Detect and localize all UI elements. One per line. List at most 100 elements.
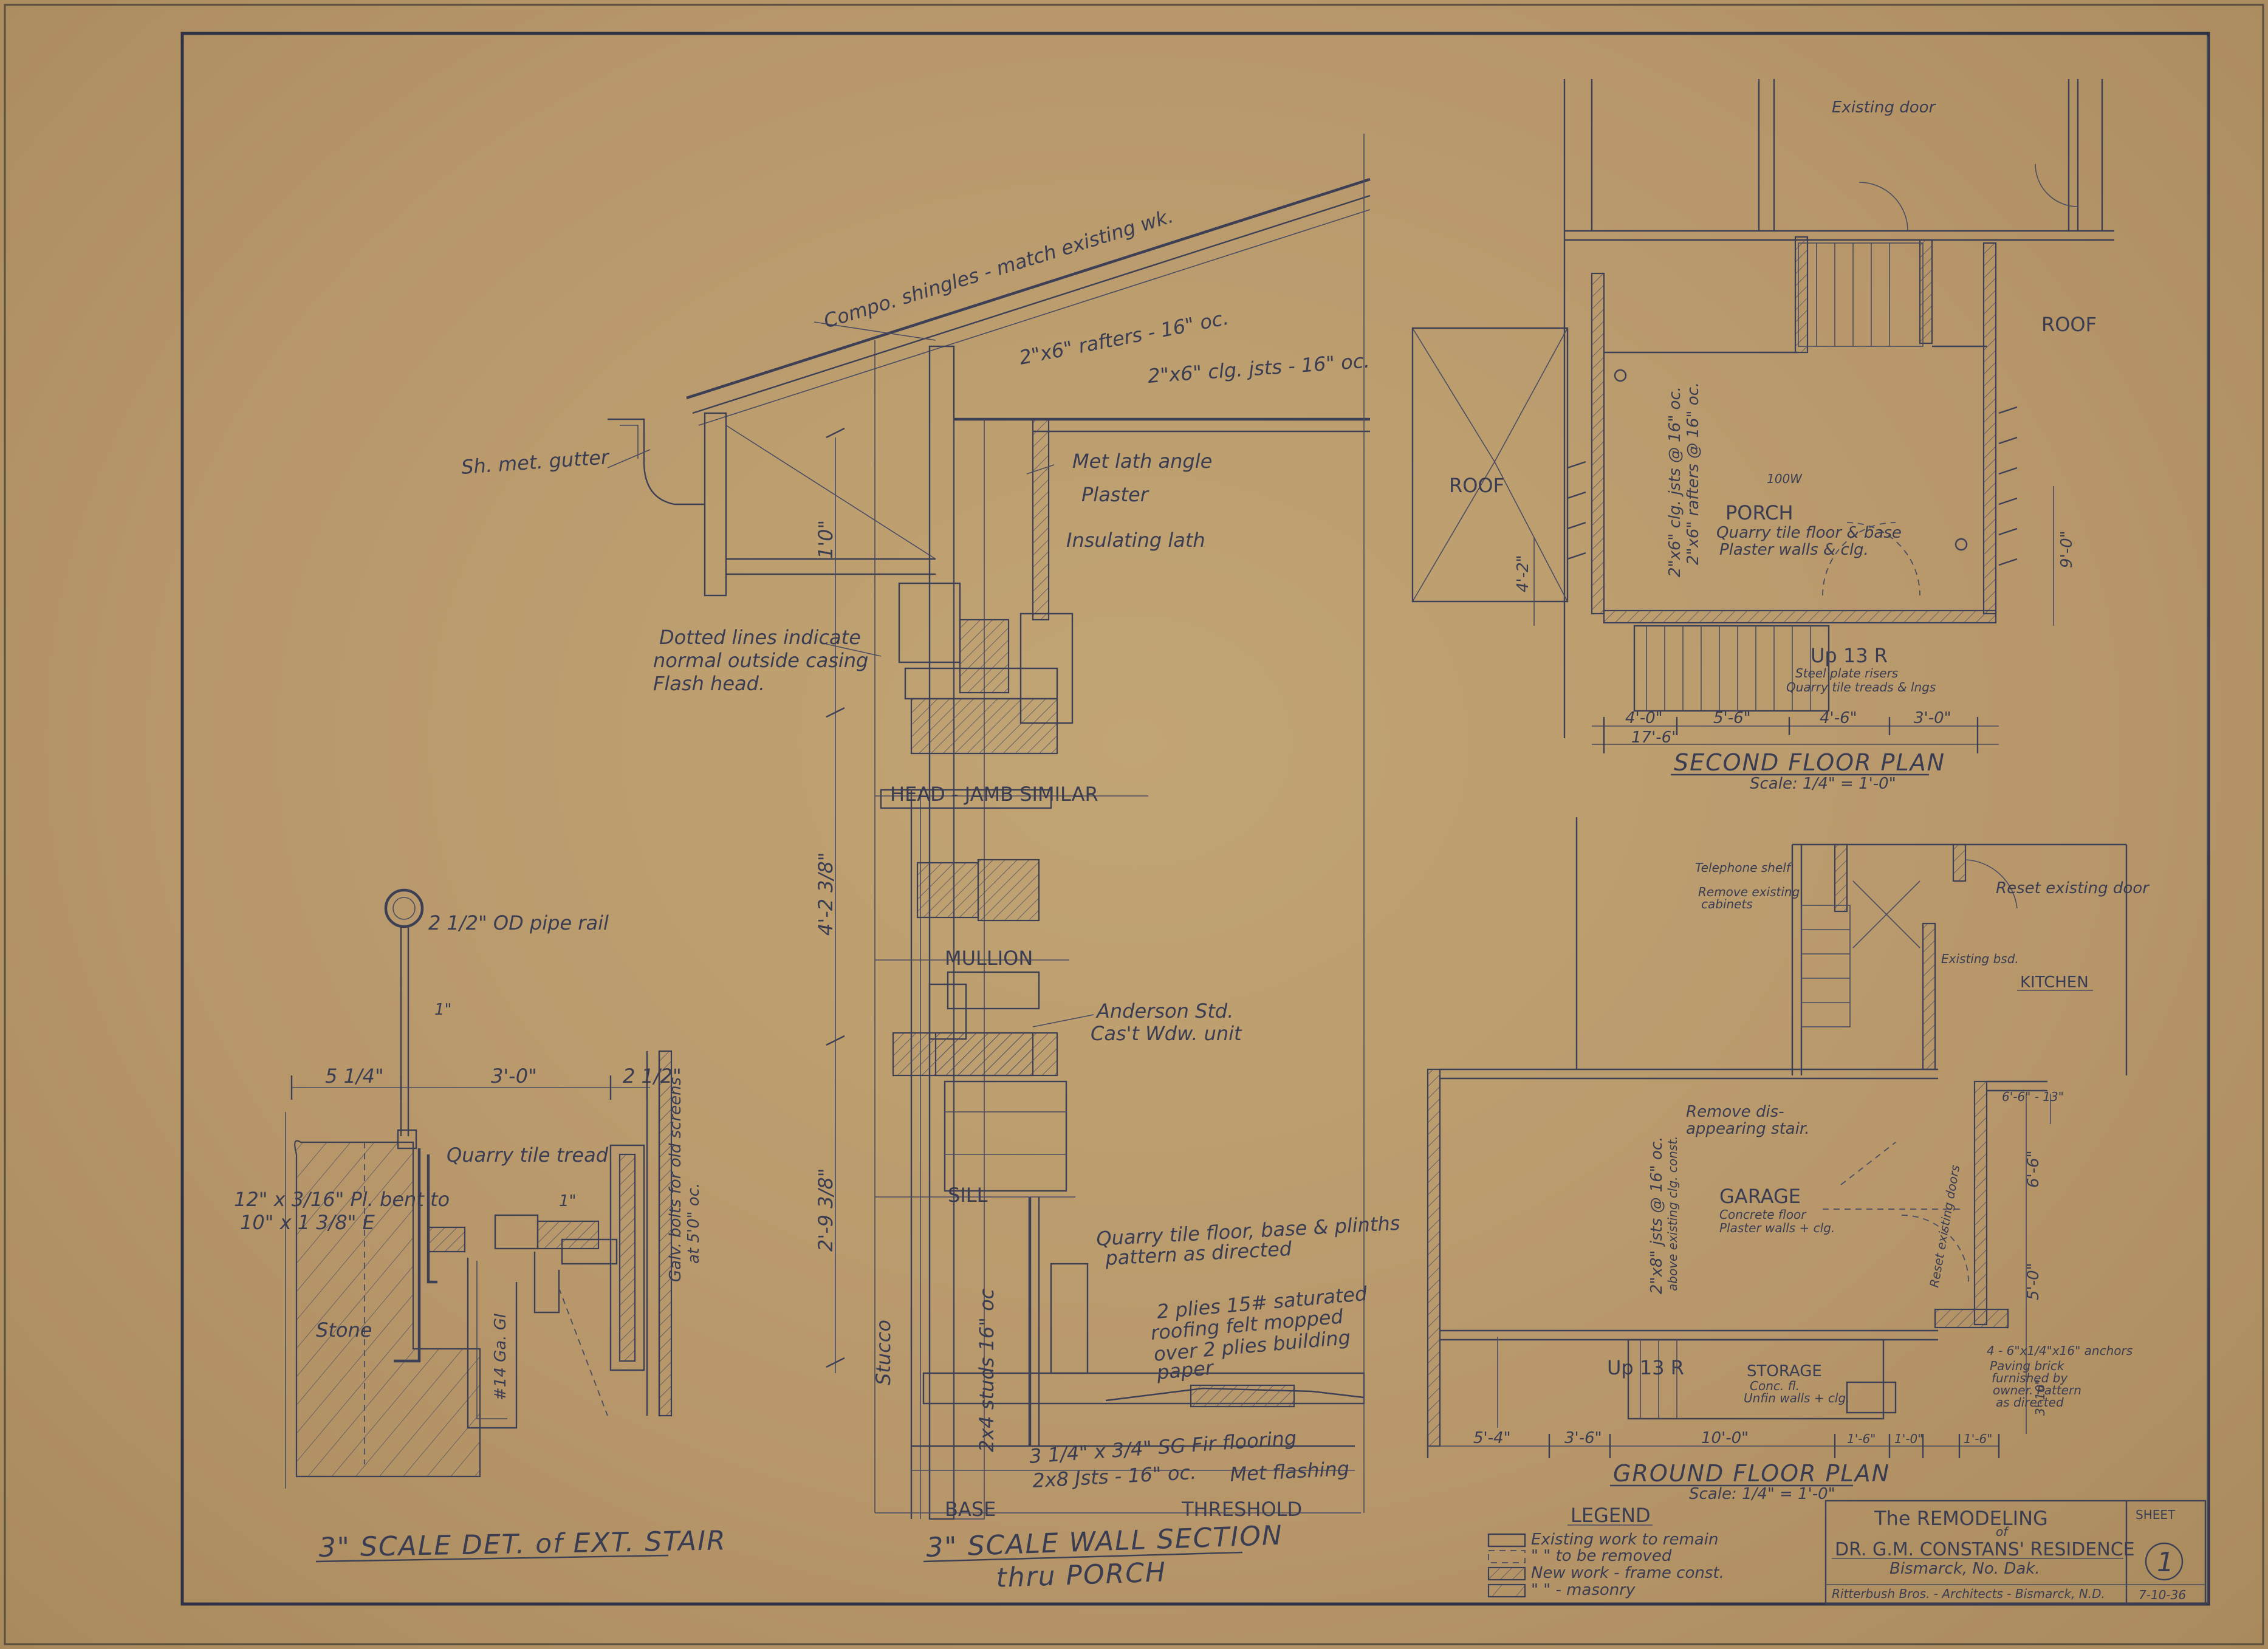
dim-5-4: 5'-4" (1473, 1429, 1511, 1447)
legend-swatch-masonry (1487, 1583, 1526, 1598)
label-anchors-3: furnished by (1992, 1371, 2068, 1385)
dim-9-0: 9'-0" (2058, 530, 2076, 568)
label-stucco: Stucco (872, 1320, 895, 1385)
dim-5-1-4: 5 1/4" (325, 1064, 384, 1088)
label-plaster: Plaster (1081, 483, 1149, 506)
label-tread: Quarry tile tread (447, 1143, 609, 1167)
label-anchors-2: Paving brick (1990, 1359, 2065, 1373)
label-ga: #14 Ga. GI (492, 1313, 510, 1400)
label-kitchen: KITCHEN (2020, 973, 2089, 992)
label-gutter: Sh. met. gutter (461, 445, 611, 479)
label-garage-joists-1: 2"x8" jsts @ 16" oc. (1648, 1137, 1666, 1294)
label-telephone-1: Telephone shelf (1695, 860, 1792, 875)
label-stone: Stone (316, 1318, 372, 1342)
label-head-jamb: HEAD - JAMB SIMILAR (890, 783, 1098, 806)
label-existing-door: Existing door (1832, 98, 1937, 117)
label-anchors-5: as directed (1996, 1395, 2064, 1410)
legend-swatch-frame (1487, 1566, 1526, 1581)
label-sill: SILL (948, 1184, 988, 1207)
label-plate-2: 10" x 1 3/8" E (240, 1211, 375, 1234)
dim-1-0: 1'0" (814, 520, 837, 559)
label-storage-note-1: Conc. fl. (1750, 1379, 1800, 1393)
ground-floor-plan (1427, 817, 2128, 1458)
ground-floor-title: GROUND FLOOR PLAN (1613, 1460, 1890, 1487)
label-existing-bsmt: Existing bsd. (1941, 951, 2019, 966)
label-clg-joists: 2"x6" clg. jsts - 16" oc. (1147, 349, 1371, 388)
dim-4-6: 4'-6" (1820, 709, 1857, 727)
label-porch-note-2: Plaster walls & clg. (1719, 541, 1869, 559)
legend-swatch-existing (1487, 1533, 1526, 1548)
dim-5-6: 5'-6" (1713, 709, 1751, 727)
label-light: 100W (1767, 471, 1803, 486)
label-up-stair: Up 13 R (1811, 644, 1888, 667)
label-roof-right: ROOF (2041, 313, 2097, 336)
second-floor-labels: Existing door ROOF ROOF PORCH Quarry til… (1449, 98, 2097, 793)
dim-3-0-b: 3'-0" (1914, 709, 1951, 727)
label-bolts-1: Galv. bolts for old screens (666, 1077, 685, 1282)
stair-detail-labels: 2 1/2" OD pipe rail Quarry tile tread 12… (234, 911, 727, 1563)
title-line-5: Ritterbush Bros. - Architects - Bismarck… (1832, 1586, 2105, 1601)
label-felt-4: paper (1155, 1356, 1215, 1384)
dim-1-6-b: 1'-6" (1964, 1431, 1992, 1446)
legend-item-frame: New work - frame const. (1531, 1564, 1724, 1582)
legend-item-removed: " " to be removed (1531, 1547, 1672, 1565)
sheet-label: SHEET (2136, 1507, 2176, 1522)
dim-10-0: 10'-0" (1701, 1429, 1749, 1447)
dim-5-0: 5'-0" (2024, 1263, 2043, 1300)
label-threshold: THRESHOLD (1181, 1498, 1302, 1521)
ground-floor-labels: Telephone shelf Remove existing cabinets… (1473, 860, 2150, 1503)
label-up-stair-ground: Up 13 R (1607, 1356, 1684, 1379)
ground-floor-scale: Scale: 1/4" = 1'-0" (1689, 1485, 1835, 1503)
label-rafters: 2"x6" rafters - 16" oc. (1017, 306, 1230, 369)
label-storage: STORAGE (1747, 1362, 1822, 1380)
legend: LEGEND Existing work to remain " " to be… (1487, 1504, 1724, 1599)
label-telephone-2: Remove existing (1698, 885, 1800, 899)
label-mullion: MULLION (945, 947, 1033, 970)
second-floor-title: SECOND FLOOR PLAN (1674, 749, 1945, 776)
label-anchors-1: 4 - 6"x1/4"x16" anchors (1987, 1343, 2133, 1358)
dim-4-0: 4'-0" (1625, 709, 1663, 727)
dim-6-6: 6'-6" (2024, 1150, 2043, 1188)
dim-1: 1" (434, 1001, 452, 1019)
title-block: The REMODELING of DR. G.M. CONSTANS' RES… (1824, 1500, 2207, 1605)
legend-item-existing: Existing work to remain (1531, 1531, 1718, 1549)
dim-4-2-b: 4'-2" (1514, 555, 1532, 592)
label-stair-note-2: Quarry tile treads & lngs (1786, 680, 1936, 694)
legend-swatch-removed (1488, 1550, 1526, 1563)
wall-section-subtitle: thru PORCH (996, 1557, 1167, 1594)
dim-3-10: 3'-10" (2033, 1379, 2047, 1416)
wall-section-drawing (607, 134, 1371, 1520)
dim-2-1-2: 2 1/2" (623, 1064, 682, 1088)
dim-1-6-a: 1'-6" (1847, 1431, 1876, 1446)
label-lath-angle: Met lath angle (1072, 450, 1212, 473)
legend-title: LEGEND (1571, 1504, 1651, 1527)
sheet-number-circle (2145, 1542, 2184, 1581)
dim-2-9: 2'-9 3/8" (814, 1168, 837, 1252)
stair-detail-drawing (285, 888, 673, 1489)
label-flashing: Met flashing (1229, 1457, 1349, 1486)
label-dotted-2: normal outside casing (653, 649, 868, 672)
title-line-2: of (1996, 1524, 2009, 1539)
label-pipe-rail: 2 1/2" OD pipe rail (428, 911, 609, 934)
label-bolts-2: at 5'0" oc. (685, 1183, 703, 1264)
label-anderson-2: Cas't Wdw. unit (1091, 1022, 1242, 1045)
label-base: BASE (945, 1498, 996, 1521)
dim-3-0: 3'-0" (491, 1064, 537, 1088)
label-roof-left: ROOF (1449, 474, 1504, 497)
dim-1-16: 1" (559, 1192, 577, 1210)
label-garage-joists-2: above existing clg. const. (1665, 1136, 1680, 1291)
label-dotted-1: Dotted lines indicate (659, 626, 861, 649)
label-reset-door: Reset existing door (1996, 879, 2150, 897)
label-anchors-4: owner. Pattern (1993, 1383, 2081, 1397)
title-line-4: Bismarck, No. Dak. (1889, 1560, 2040, 1578)
sheet-number: 1 (2157, 1547, 2175, 1578)
label-studs: 2x4 studs 16" oc (975, 1288, 998, 1452)
label-dotted-3: Flash head. (653, 672, 765, 695)
stair-detail-title: 3" SCALE DET. of EXT. STAIR (318, 1525, 727, 1563)
second-floor-plan (1411, 79, 2114, 753)
label-garage-note-2: Plaster walls + clg. (1719, 1221, 1835, 1235)
label-shingles: Compo. shingles - match existing wk. (821, 204, 1176, 333)
label-porch: PORCH (1725, 501, 1794, 524)
second-floor-scale: Scale: 1/4" = 1'-0" (1750, 775, 1896, 793)
